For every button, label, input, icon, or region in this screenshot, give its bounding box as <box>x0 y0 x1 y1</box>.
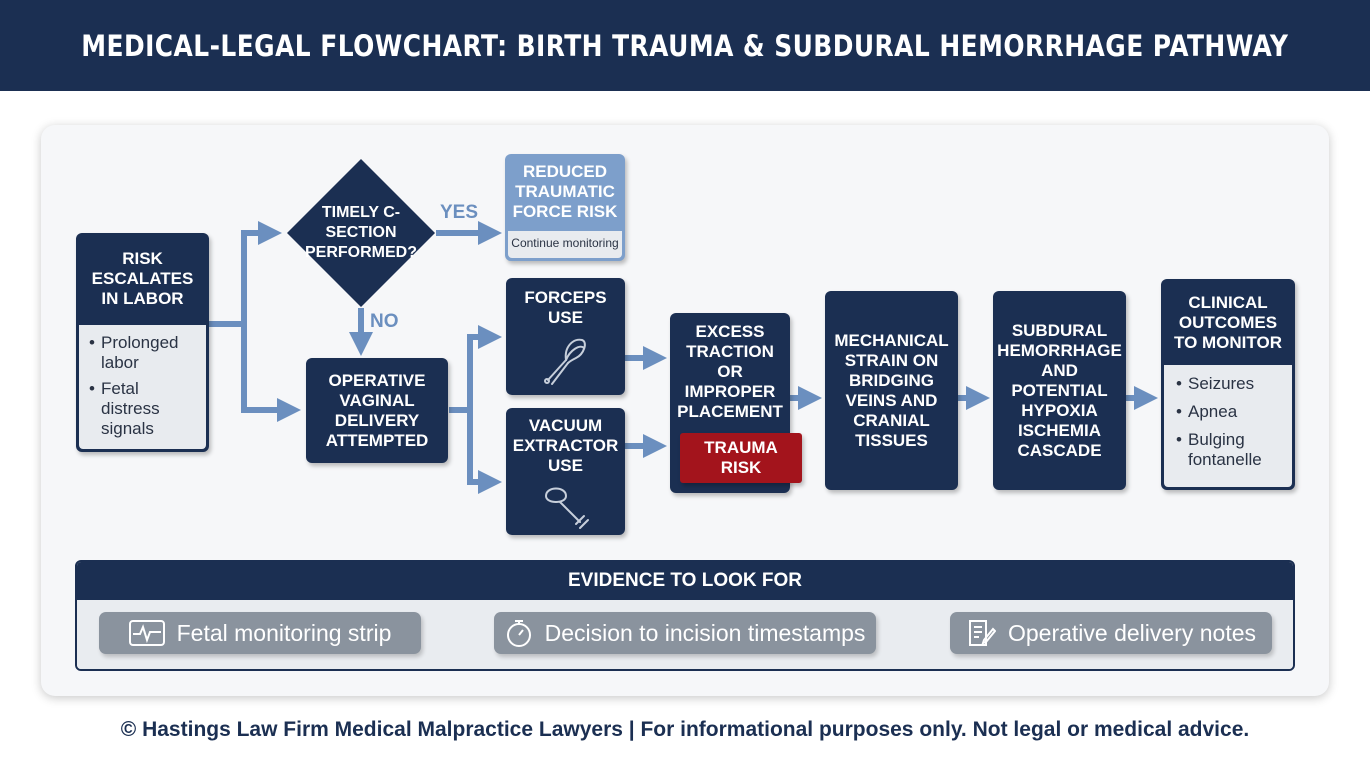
evidence-panel: EVIDENCE TO LOOK FOR Fetal monitoring st… <box>75 560 1295 671</box>
traction-title: EXCESS TRACTION OR IMPROPER PLACEMENT <box>677 322 783 421</box>
evidence-heading: EVIDENCE TO LOOK FOR <box>77 562 1293 600</box>
arrow-to-forceps <box>449 325 502 413</box>
stopwatch-icon <box>506 620 531 647</box>
list-item: Apnea <box>1176 402 1284 422</box>
heart-monitor-icon <box>128 620 165 646</box>
reduced-risk-box: REDUCED TRAUMATIC FORCE RISK Continue mo… <box>505 154 625 261</box>
reduced-risk-title: REDUCED TRAUMATIC FORCE RISK <box>512 161 618 221</box>
clinical-outcomes-title: CLINICAL OUTCOMES TO MONITOR <box>1174 293 1282 352</box>
footer-disclaimer: © Hastings Law Firm Medical Malpractice … <box>120 718 1250 741</box>
page-title: MEDICAL-LEGAL FLOWCHART: BIRTH TRAUMA & … <box>81 28 1289 63</box>
risk-title: RISK ESCALATES IN LABOR <box>91 249 194 308</box>
vacuum-extractor-icon <box>544 487 589 529</box>
evidence-item-label: Decision to incision timestamps <box>544 619 866 646</box>
arrow-risk-to-operative <box>241 324 301 422</box>
evidence-item-fetal-monitoring: Fetal monitoring strip <box>99 612 421 654</box>
vacuum-box: VACUUM EXTRACTOR USE <box>506 408 625 535</box>
risk-details: Prolonged labor Fetal distress signals <box>79 325 206 449</box>
list-item: Bulging fontanelle <box>1176 430 1284 470</box>
operative-delivery-box: OPERATIVE VAGINAL DELIVERY ATTEMPTED <box>306 358 448 463</box>
evidence-item-decision-timestamps: Decision to incision timestamps <box>494 612 876 654</box>
mechanical-strain-box: MECHANICAL STRAIN ON BRIDGING VEINS AND … <box>825 291 958 490</box>
operative-delivery-title: OPERATIVE VAGINAL DELIVERY ATTEMPTED <box>325 370 429 450</box>
hemorrhage-box: SUBDURAL HEMORRHAGE AND POTENTIAL HYPOXI… <box>993 291 1126 490</box>
reduced-risk-note: Continue monitoring <box>508 231 622 258</box>
list-item: Prolonged labor <box>89 333 198 373</box>
evidence-item-operative-notes: Operative delivery notes <box>950 612 1272 654</box>
trauma-risk-badge: TRAUMA RISK <box>680 433 802 483</box>
forceps-icon <box>544 338 586 385</box>
evidence-item-label: Operative delivery notes <box>1007 619 1256 646</box>
no-label: NO <box>370 311 399 332</box>
clinical-outcomes-list: Seizures Apnea Bulging fontanelle <box>1164 365 1292 487</box>
clinical-outcomes-box: CLINICAL OUTCOMES TO MONITOR Seizures Ap… <box>1161 279 1295 490</box>
header-bar: MEDICAL-LEGAL FLOWCHART: BIRTH TRAUMA & … <box>0 0 1370 91</box>
traction-box: EXCESS TRACTION OR IMPROPER PLACEMENT TR… <box>670 313 802 493</box>
evidence-item-label: Fetal monitoring strip <box>176 619 392 646</box>
forceps-title: FORCEPS USE <box>524 288 607 327</box>
trauma-risk-label: TRAUMA RISK <box>704 438 778 477</box>
yes-label: YES <box>440 202 479 223</box>
list-item: Fetal distress signals <box>89 379 198 439</box>
mechanical-strain-title: MECHANICAL STRAIN ON BRIDGING VEINS AND … <box>834 330 949 450</box>
risk-box: RISK ESCALATES IN LABOR Prolonged labor … <box>76 233 209 452</box>
hemorrhage-title: SUBDURAL HEMORRHAGE AND POTENTIAL HYPOXI… <box>997 320 1122 460</box>
vacuum-title: VACUUM EXTRACTOR USE <box>512 416 619 475</box>
decision-question: TIMELY C-SECTION PERFORMED? <box>305 204 417 261</box>
arrow-to-vacuum <box>467 410 502 494</box>
arrow-risk-to-decision <box>208 221 282 327</box>
notes-icon <box>968 620 996 646</box>
list-item: Seizures <box>1176 374 1284 394</box>
forceps-box: FORCEPS USE <box>506 278 625 395</box>
